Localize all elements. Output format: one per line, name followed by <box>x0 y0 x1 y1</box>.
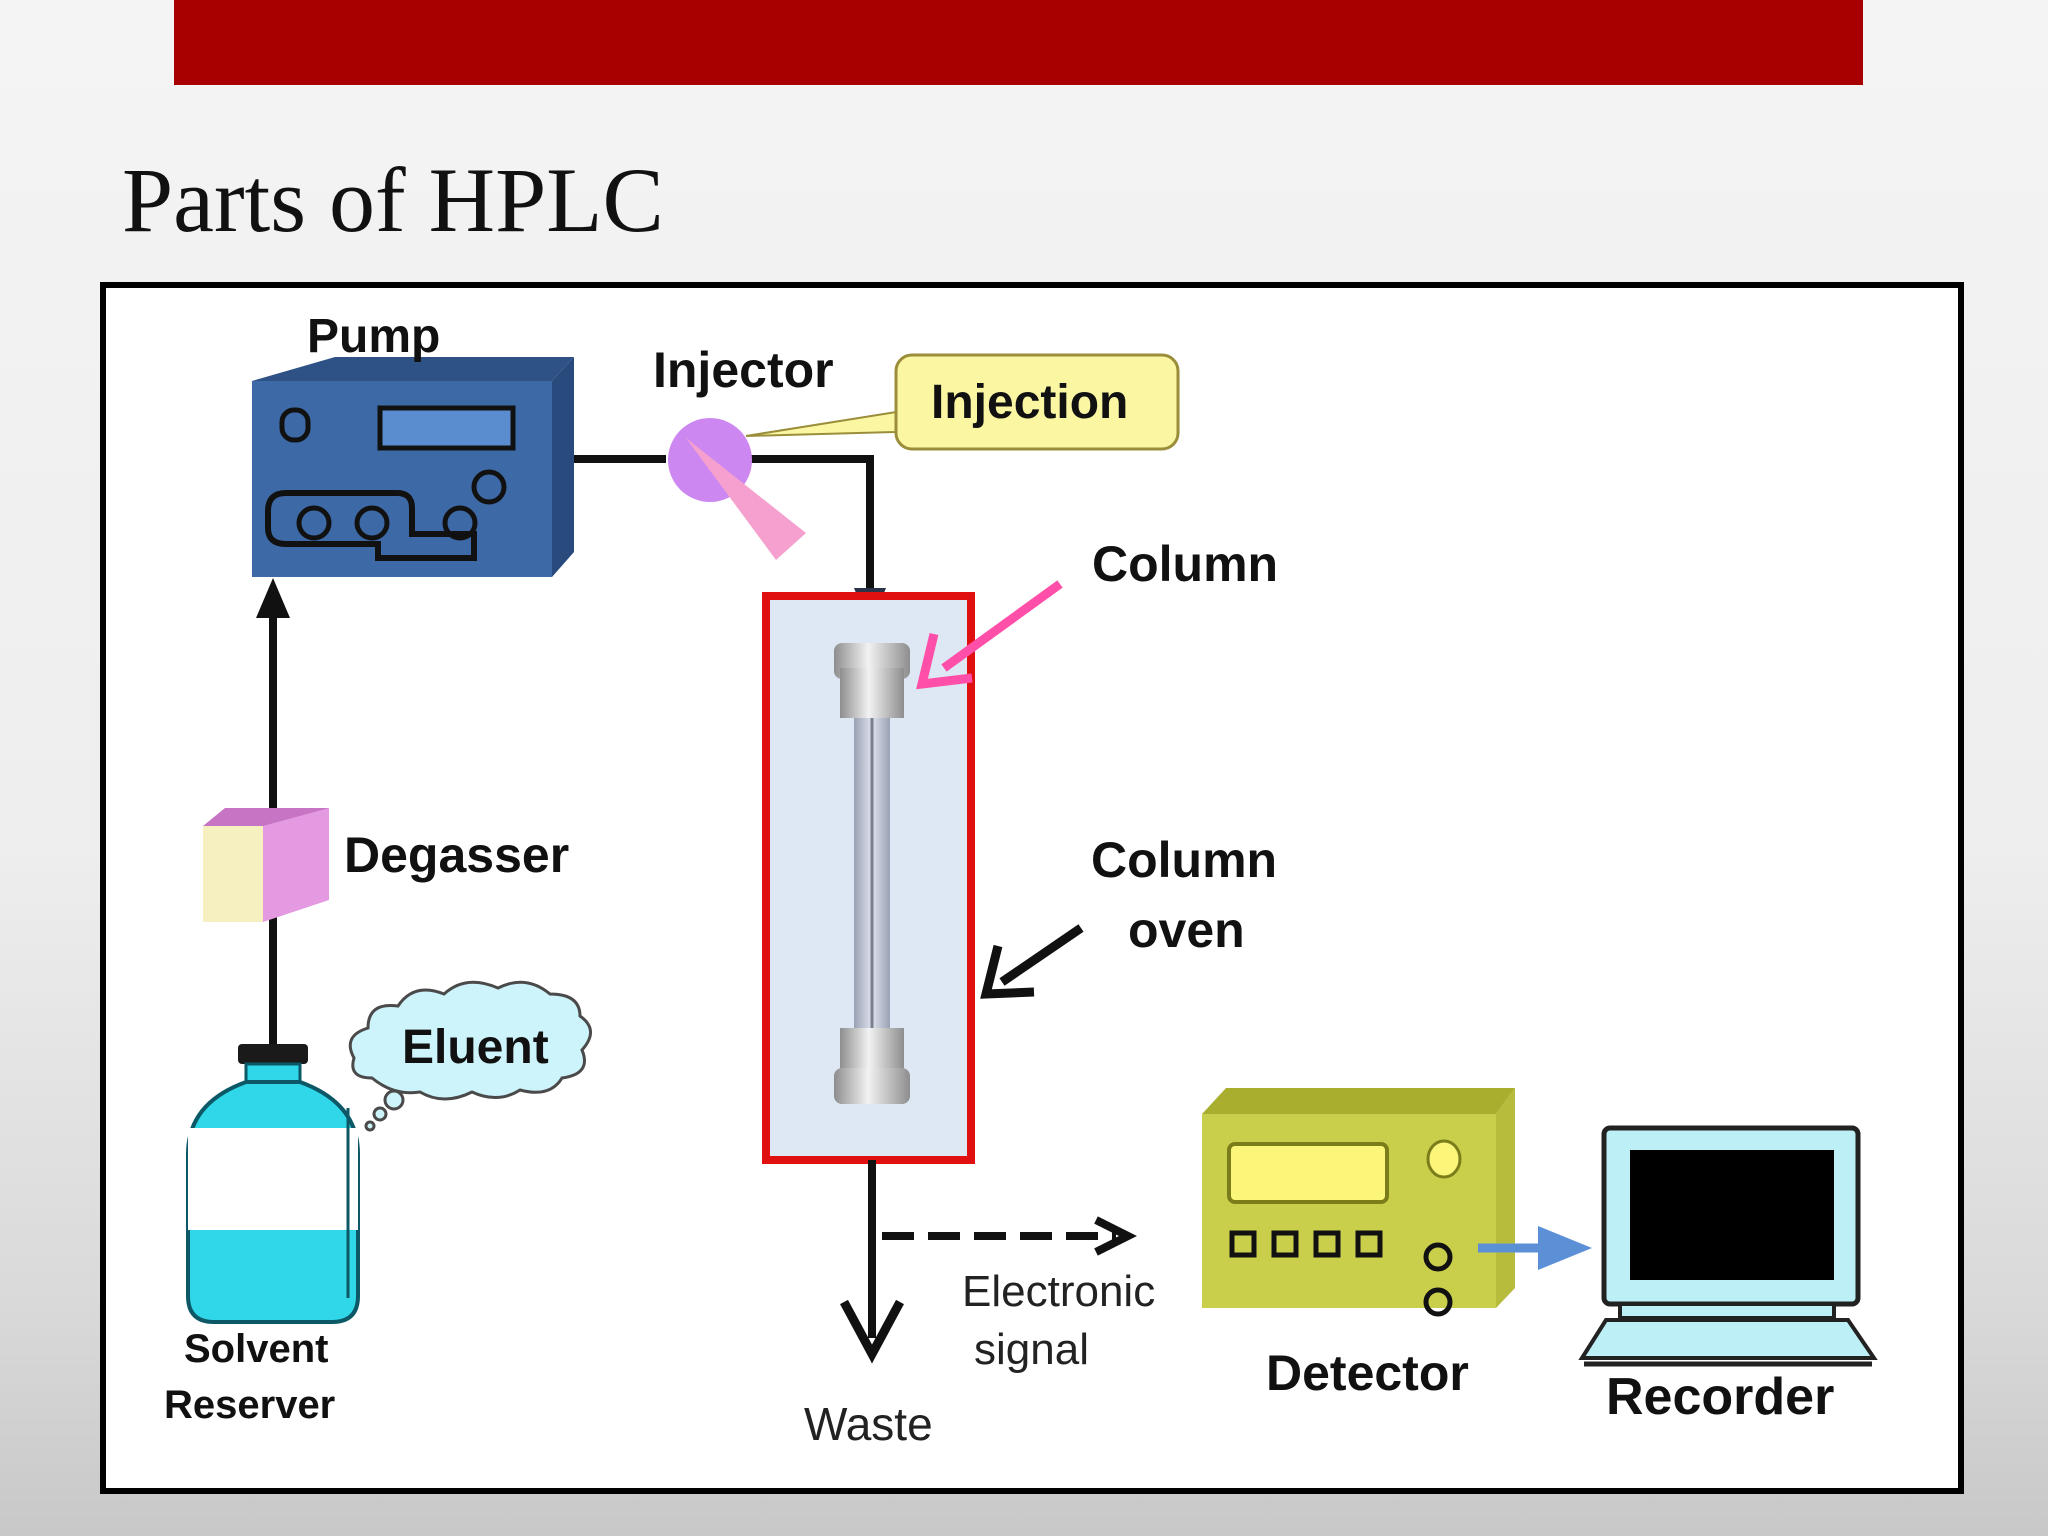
injector-icon <box>668 418 806 560</box>
waste-label: Waste <box>804 1398 933 1450</box>
recorder-label: Recorder <box>1606 1368 1834 1426</box>
solvent-label-line2: Reserver <box>164 1383 335 1427</box>
recorder-icon <box>1578 1125 1878 1367</box>
degasser-icon <box>203 808 329 922</box>
solvent-bottle-icon <box>186 1044 360 1324</box>
detector-icon <box>1202 1088 1515 1317</box>
injector-label: Injector <box>653 342 834 398</box>
eluent-label: Eluent <box>402 1021 549 1074</box>
electronic-signal-label-line2: signal <box>974 1325 1089 1374</box>
electronic-signal-label-line1: Electronic <box>962 1267 1155 1316</box>
column-oven-label-line1: Column <box>1091 832 1277 888</box>
title-accent-bar <box>174 0 1863 85</box>
injection-callout <box>745 353 1180 451</box>
slide-title: Parts of HPLC <box>122 149 664 251</box>
column-oven-label-line2: oven <box>1128 902 1245 958</box>
injection-label: Injection <box>931 376 1128 429</box>
solvent-label-line1: Solvent <box>184 1327 328 1371</box>
eluent-cloud <box>348 980 592 1132</box>
hplc-diagram: Pump Injector Injection Column Column ov… <box>100 282 1964 1494</box>
pump-label: Pump <box>307 310 440 363</box>
degasser-label: Degasser <box>344 827 569 883</box>
column-label: Column <box>1092 536 1278 592</box>
pump-icon <box>252 357 574 577</box>
column-oven-pointer-arrow <box>980 924 1084 999</box>
column-pointer-arrow <box>916 580 1063 690</box>
electronic-signal-arrow <box>882 1216 1137 1256</box>
column-icon <box>834 643 910 1104</box>
detector-label: Detector <box>1266 1345 1469 1401</box>
waste-line <box>840 1160 904 1364</box>
recorder-signal-arrow <box>1478 1226 1592 1270</box>
